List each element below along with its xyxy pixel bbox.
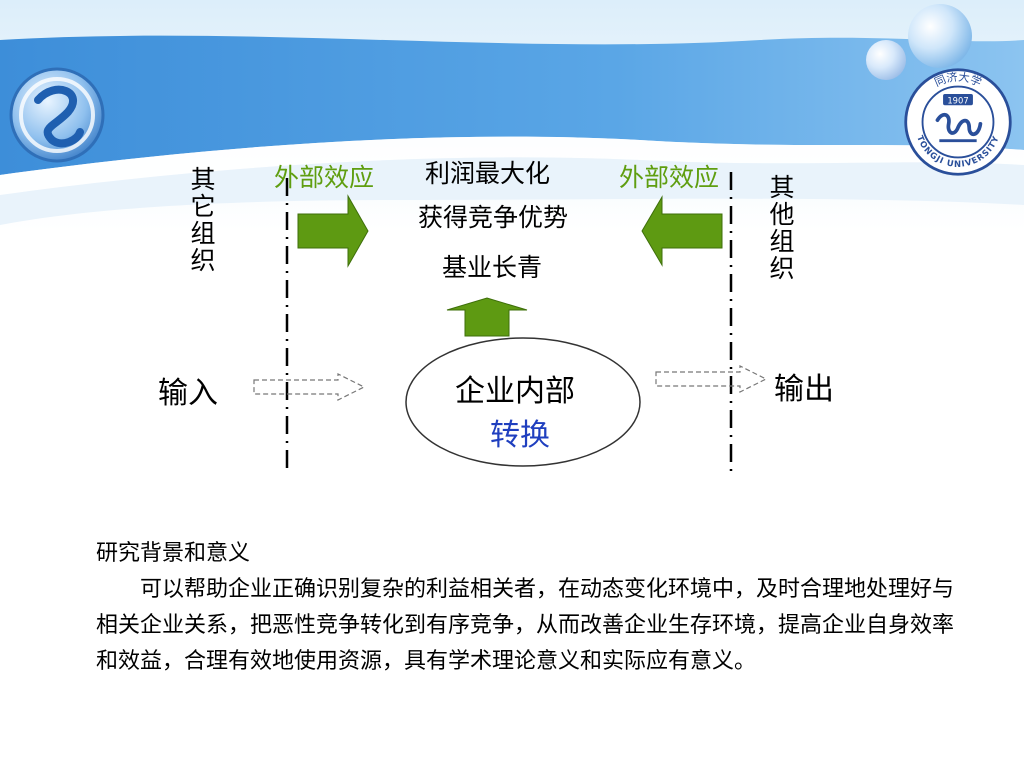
research-background-section: 研究背景和意义 可以帮助企业正确识别复杂的利益相关者，在动态变化环境中，及时合理… [96, 536, 966, 680]
section-body: 可以帮助企业正确识别复杂的利益相关者，在动态变化环境中，及时合理地处理好与相关企… [96, 577, 955, 674]
left-other-organization-label: 其它组织 [187, 166, 216, 274]
internal-conversion-ellipse [405, 337, 641, 467]
bubble-decoration [908, 4, 972, 68]
external-effect-arrow-left [297, 194, 369, 268]
conversion-label: 转换 [490, 418, 550, 453]
header-banner [0, 0, 1024, 230]
external-effect-label-right: 外部效应 [619, 163, 720, 192]
internal-enterprise-label: 企业内部 [455, 374, 575, 409]
goal-profit-maximization: 利润最大化 [425, 159, 551, 188]
external-effect-arrow-right [641, 195, 723, 267]
bubble-decoration [866, 40, 906, 80]
goal-lasting-business: 基业长青 [442, 253, 543, 282]
university-seal-icon: 同济大学 TONGJI UNIVERSITY 1907 [904, 68, 1012, 176]
input-arrow [253, 373, 366, 401]
seal-year: 1907 [947, 95, 968, 105]
external-effect-label-left: 外部效应 [274, 163, 375, 192]
right-other-organization-label: 其他组织 [766, 174, 795, 282]
output-label: 输出 [774, 372, 834, 407]
upward-arrow [446, 297, 528, 337]
output-arrow [655, 365, 768, 393]
logo-icon [9, 67, 105, 163]
goal-competitive-advantage: 获得竞争优势 [418, 203, 569, 232]
input-label: 输入 [158, 376, 218, 411]
section-heading: 研究背景和意义 [96, 541, 251, 566]
